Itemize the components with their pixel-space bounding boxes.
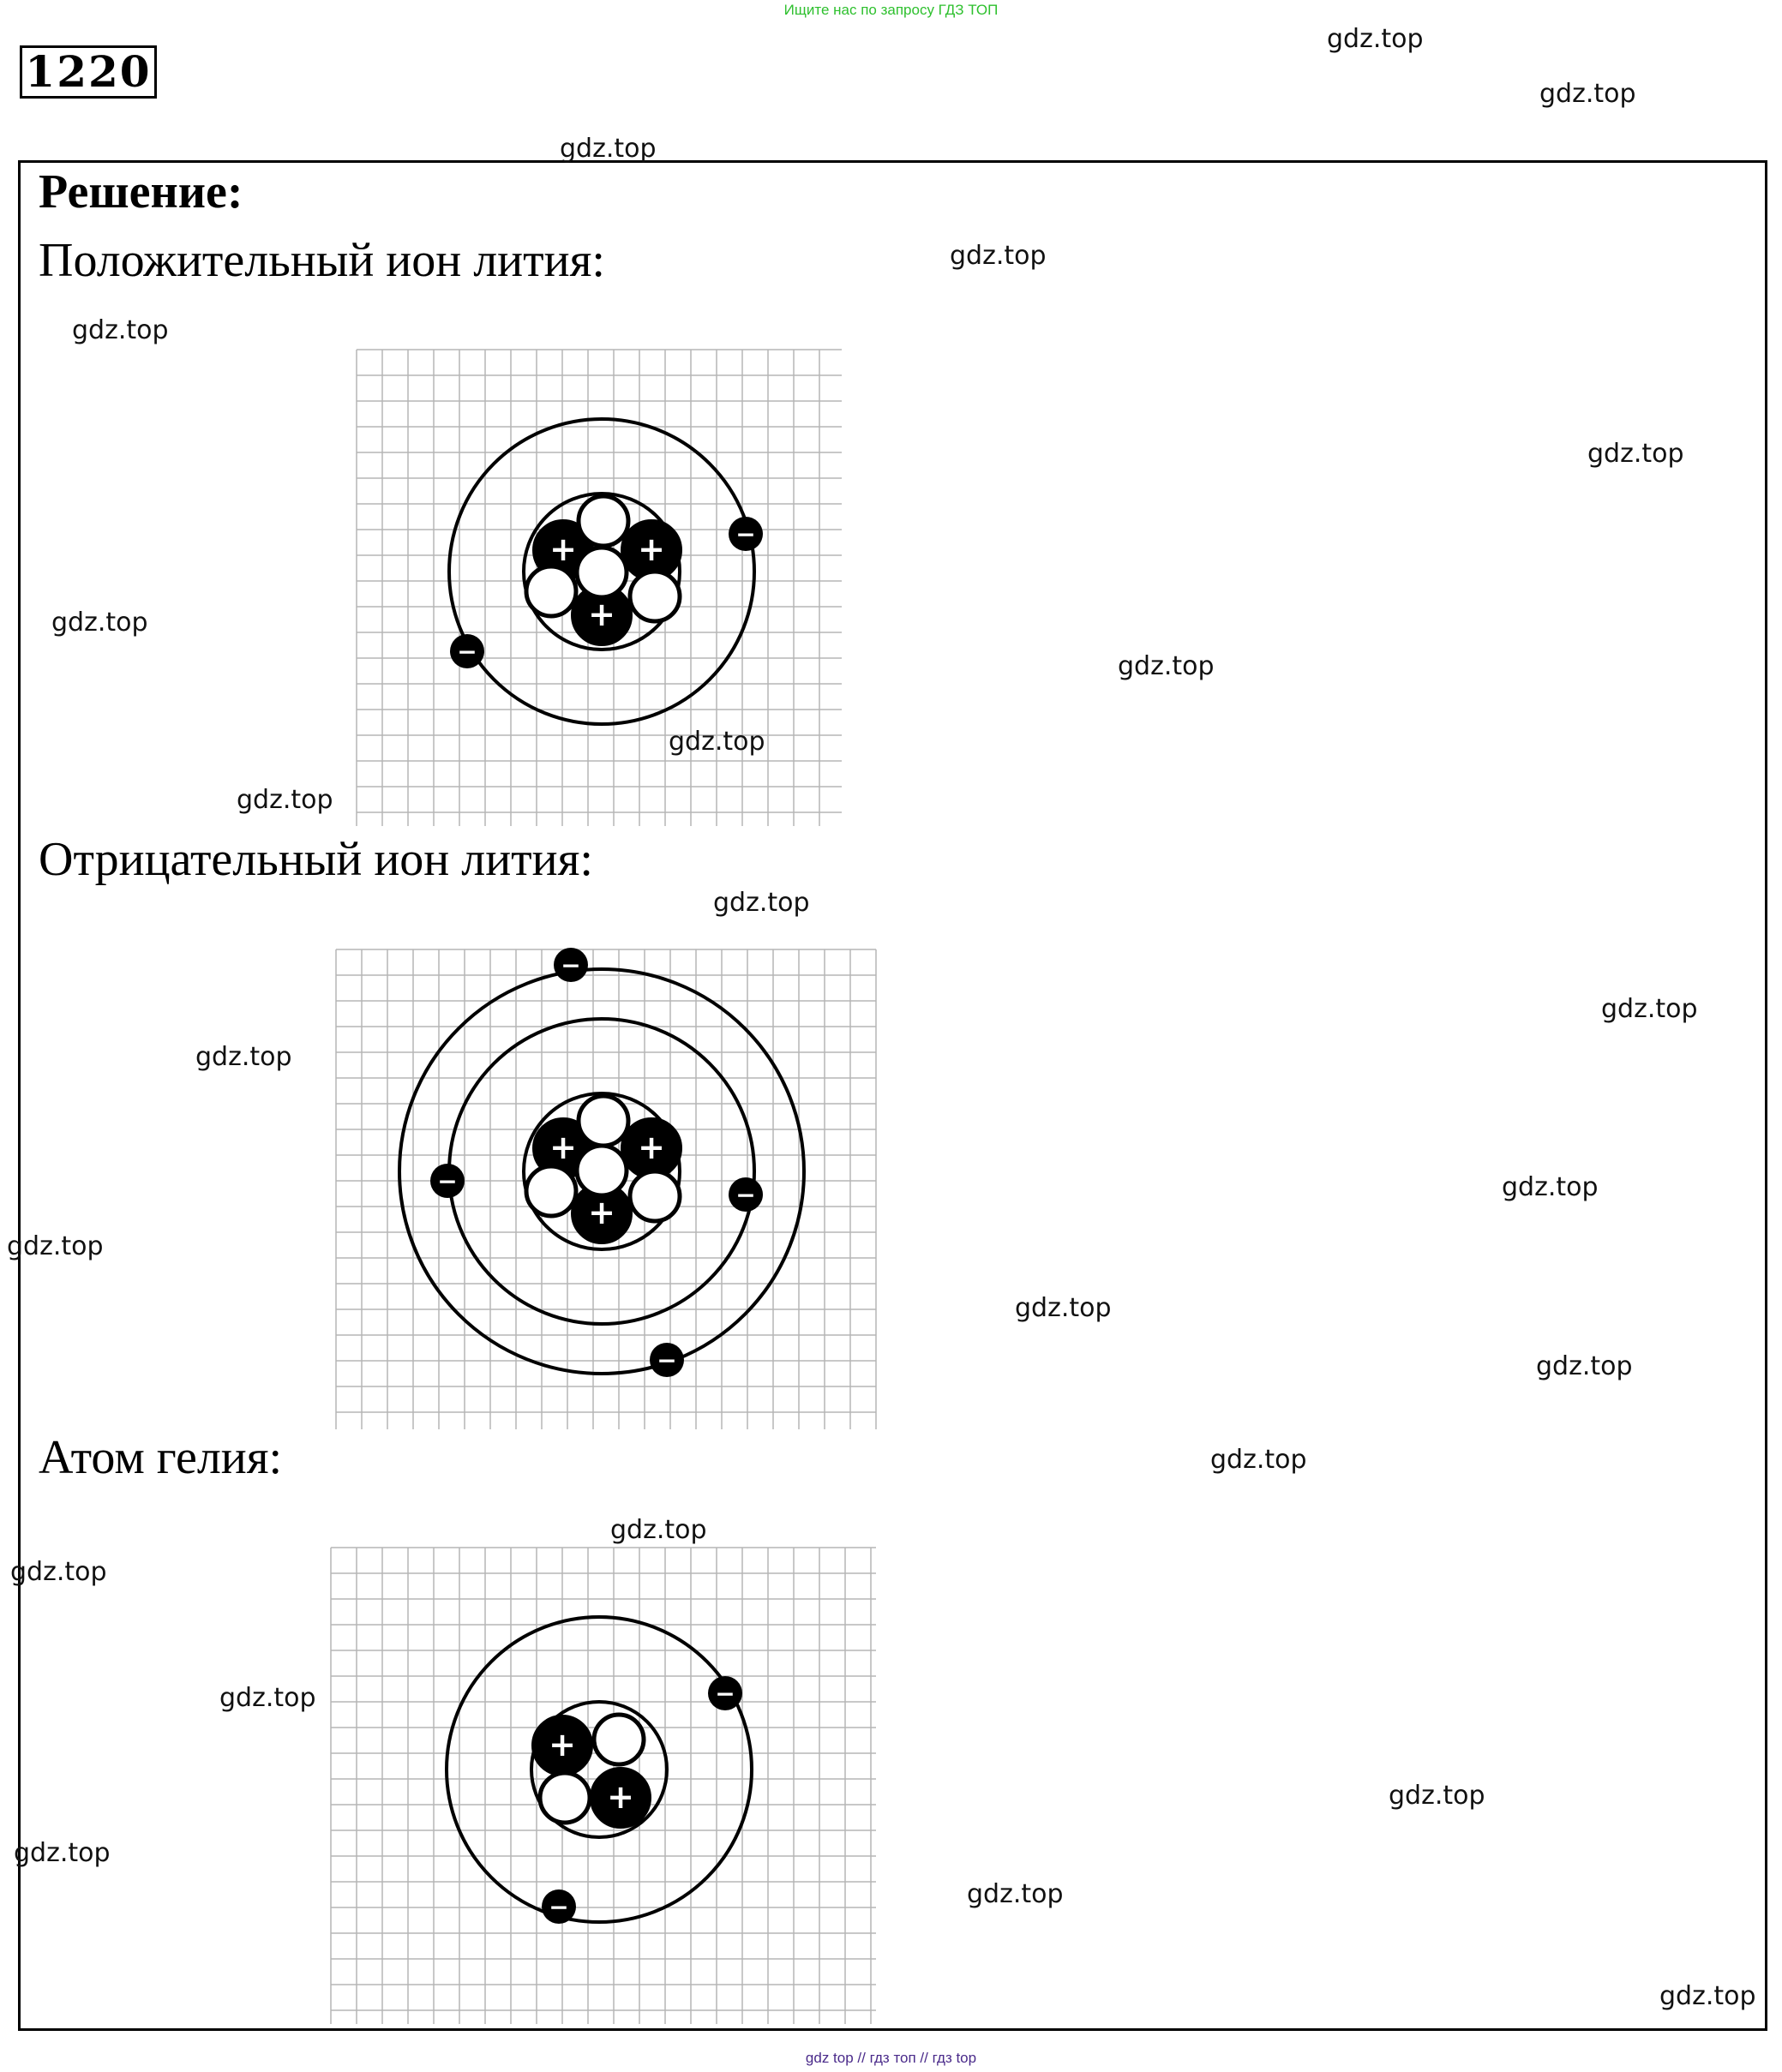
watermark: gdz.top: [1389, 1781, 1485, 1811]
positive-lithium-ion-diagram: + + + − −: [356, 349, 842, 826]
plus-sign: +: [549, 1726, 576, 1764]
minus-sign: −: [549, 1893, 568, 1921]
minus-sign: −: [437, 1167, 457, 1195]
neutron: [627, 1169, 682, 1224]
nucleus-boundary: [530, 1700, 669, 1839]
electron: −: [542, 1889, 576, 1924]
plus-sign: +: [549, 530, 577, 568]
watermark: gdz.top: [237, 785, 333, 815]
plus-sign: +: [607, 1778, 634, 1816]
solution-frame: [18, 160, 1767, 2031]
watermark: gdz.top: [950, 241, 1047, 271]
neutron: [574, 545, 629, 600]
electron: −: [554, 948, 588, 982]
proton: +: [531, 1715, 593, 1776]
watermark: gdz.top: [1210, 1445, 1307, 1475]
neutron: [574, 1143, 629, 1198]
watermark: gdz.top: [610, 1515, 707, 1545]
neutron: [627, 569, 682, 624]
proton: +: [621, 1117, 682, 1179]
plus-sign: +: [549, 1129, 577, 1166]
watermark: gdz.top: [14, 1838, 111, 1868]
electron: −: [430, 1164, 465, 1198]
watermark: gdz.top: [713, 888, 810, 918]
minus-sign: −: [657, 1346, 676, 1374]
neutron: [591, 1712, 646, 1767]
watermark: gdz.top: [219, 1683, 316, 1713]
electron-orbit: [447, 417, 756, 726]
electron-orbit: [445, 1615, 753, 1924]
solution-heading: Решение:: [39, 165, 243, 219]
nucleus-boundary: [522, 492, 681, 651]
watermark: gdz.top: [1539, 79, 1636, 109]
watermark: gdz.top: [72, 315, 169, 345]
footer-links[interactable]: gdz top // гдз топ // гдз top: [805, 2050, 977, 2066]
minus-sign: −: [735, 1181, 755, 1209]
proton: +: [590, 1767, 651, 1829]
neutron: [576, 494, 631, 548]
watermark: gdz.top: [7, 1231, 104, 1261]
watermark: gdz.top: [1502, 1172, 1599, 1202]
watermark: gdz.top: [967, 1879, 1064, 1909]
minus-sign: −: [735, 520, 755, 548]
neutron: [576, 1093, 631, 1148]
caption-positive-lithium-ion: Положительный ион лития:: [39, 234, 605, 287]
minus-sign: −: [715, 1680, 735, 1708]
top-banner[interactable]: Ищите нас по запросу ГДЗ ТОП: [783, 2, 999, 18]
watermark: gdz.top: [1015, 1293, 1112, 1323]
proton: +: [571, 584, 633, 646]
neutron: [524, 1164, 579, 1219]
problem-number: 1220: [20, 45, 157, 99]
plus-sign: +: [638, 1129, 665, 1166]
nucleus-boundary: [522, 1092, 681, 1251]
neutron: [537, 1770, 592, 1825]
plus-sign: +: [588, 1194, 615, 1231]
watermark: gdz.top: [1601, 994, 1698, 1024]
watermark: gdz.top: [195, 1042, 292, 1072]
watermark: gdz.top: [669, 727, 765, 757]
watermark: gdz.top: [51, 608, 148, 638]
watermark: gdz.top: [1659, 1981, 1756, 2011]
electron: −: [729, 517, 763, 551]
watermark: gdz.top: [560, 134, 657, 164]
electron: −: [450, 634, 484, 668]
neutron: [524, 564, 579, 619]
watermark: gdz.top: [1327, 24, 1424, 54]
watermark: gdz.top: [1118, 651, 1215, 681]
watermark: gdz.top: [1536, 1351, 1633, 1381]
negative-lithium-ion-diagram: + + + − − − −: [335, 948, 877, 1429]
plus-sign: +: [588, 596, 615, 633]
electron: −: [708, 1676, 742, 1710]
caption-helium-atom: Атом гелия:: [39, 1431, 283, 1484]
minus-sign: −: [457, 638, 477, 666]
watermark: gdz.top: [10, 1557, 107, 1587]
watermark: gdz.top: [1587, 439, 1684, 469]
helium-atom-diagram: + + − −: [330, 1547, 876, 2024]
plus-sign: +: [638, 530, 665, 568]
electron: −: [650, 1343, 684, 1377]
minus-sign: −: [561, 951, 580, 979]
electron: −: [729, 1177, 763, 1212]
outer-electron-orbit: [398, 967, 806, 1375]
caption-negative-lithium-ion: Отрицательный ион лития:: [39, 833, 593, 886]
